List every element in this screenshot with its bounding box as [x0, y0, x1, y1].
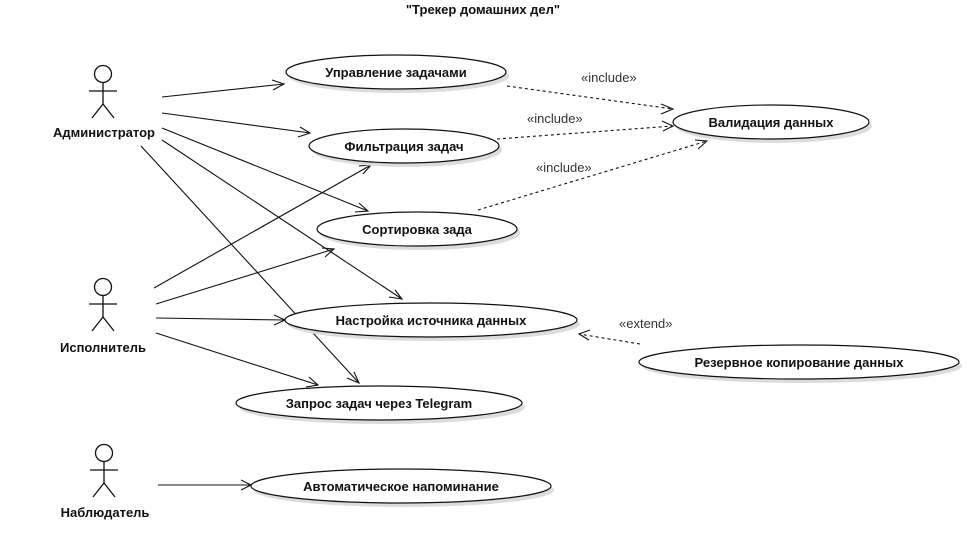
include-label: «include» — [527, 111, 583, 126]
assoc-admin-telegram — [140, 145, 361, 385]
use-case-filter-tasks[interactable]: Фильтрация задач — [308, 128, 502, 167]
include-sort-tasks-validation — [477, 139, 709, 211]
use-case-label: Управление задачами — [325, 65, 467, 80]
use-case-label: Фильтрация задач — [344, 139, 463, 154]
assoc-executor-sort-tasks — [155, 247, 336, 305]
use-case-telegram[interactable]: Запрос задач через Telegram — [235, 385, 525, 424]
include-label: «include» — [536, 160, 592, 175]
actor-label: Исполнитель — [60, 340, 146, 355]
use-case-label: Настройка источника данных — [336, 313, 527, 328]
use-case-label: Валидация данных — [708, 115, 834, 130]
extend-backup-data-source — [577, 329, 641, 345]
actor-observer[interactable]: Наблюдатель — [61, 443, 150, 521]
use-case-label: Сортировка зада — [362, 222, 472, 237]
stick-figure-icon — [89, 277, 117, 332]
use-case-data-source[interactable]: Настройка источника данных — [284, 302, 580, 341]
diagram-title: "Трекер домашних дел" — [406, 2, 560, 17]
use-case-reminder[interactable]: Автоматическое напоминание — [250, 468, 554, 507]
actor-label: Администратор — [53, 125, 155, 140]
actor-admin[interactable]: Администратор — [53, 64, 155, 141]
include-manage-tasks-validation — [506, 85, 675, 115]
use-case-label: Автоматическое напоминание — [303, 479, 499, 494]
use-case-validation[interactable]: Валидация данных — [672, 104, 872, 143]
use-case-label: Резервное копирование данных — [695, 355, 905, 370]
include-filter-tasks-validation — [496, 120, 675, 140]
assoc-admin-filter-tasks — [161, 112, 312, 138]
assoc-executor-data-source — [155, 314, 287, 326]
use-case-sort-tasks[interactable]: Сортировка зада — [316, 211, 520, 250]
assoc-observer-reminder — [158, 479, 253, 491]
assoc-executor-telegram — [155, 332, 320, 388]
actor-label: Наблюдатель — [61, 505, 150, 520]
assoc-admin-manage-tasks — [161, 79, 286, 98]
assoc-admin-data-source — [161, 139, 404, 300]
stick-figure-icon — [90, 443, 118, 498]
use-case-backup[interactable]: Резервное копирование данных — [638, 344, 962, 383]
use-case-manage-tasks[interactable]: Управление задачами — [285, 54, 509, 93]
include-label: «include» — [581, 70, 637, 85]
actor-executor[interactable]: Исполнитель — [60, 277, 146, 356]
relations-layer — [140, 79, 709, 491]
use-case-label: Запрос задач через Telegram — [286, 396, 472, 411]
extend-label: «extend» — [619, 316, 673, 331]
assoc-admin-sort-tasks — [161, 127, 370, 213]
stick-figure-icon — [89, 64, 117, 119]
